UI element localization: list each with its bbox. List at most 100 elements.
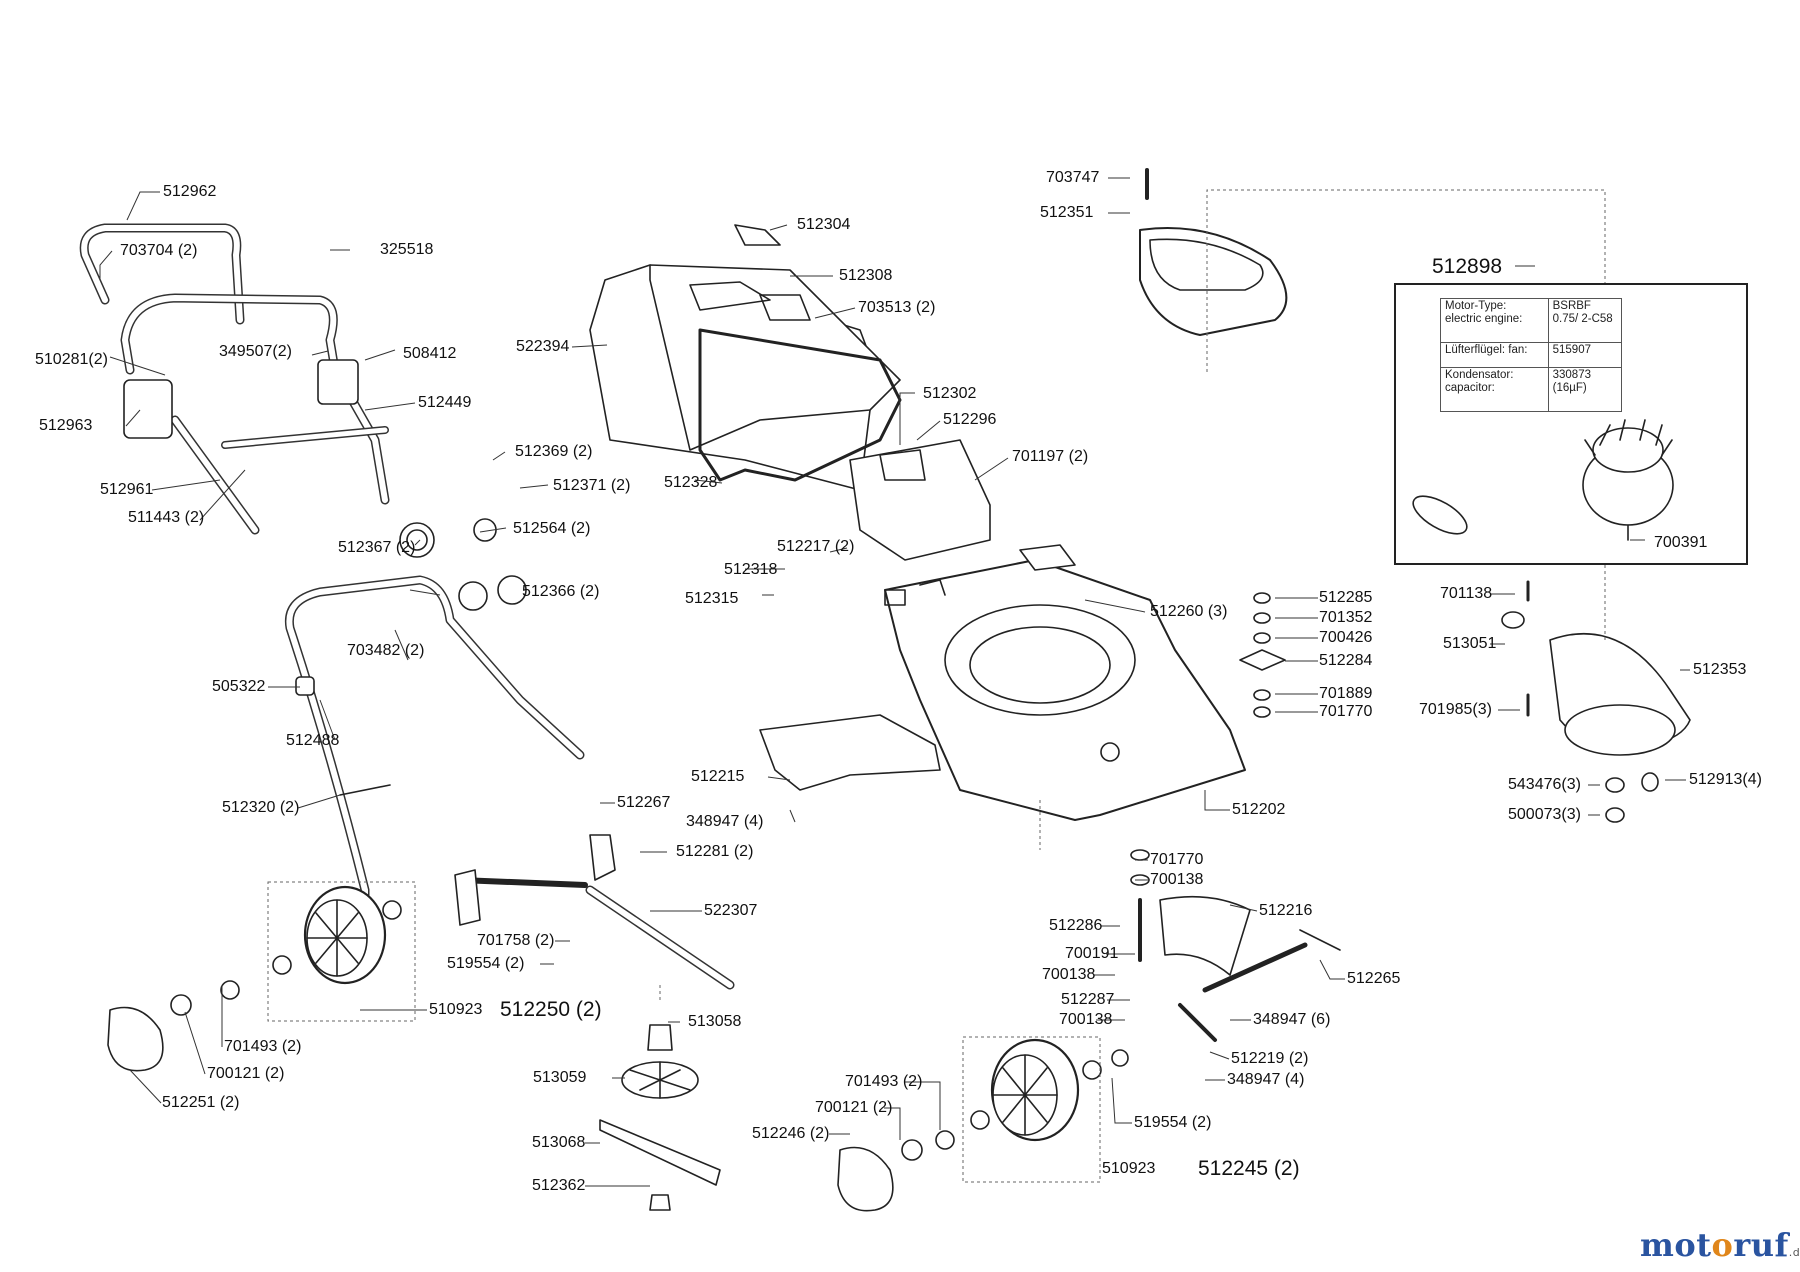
part-label-513058: 513058 <box>688 1013 742 1030</box>
part-label-512285: 512285 <box>1319 589 1373 606</box>
part-label-512287: 512287 <box>1061 991 1115 1008</box>
part-label-512898: 512898 <box>1432 255 1503 278</box>
logo-part-1: mot <box>1640 1226 1712 1264</box>
part-label-512913: 512913(4) <box>1689 771 1762 788</box>
leader-lines <box>99 177 1690 1187</box>
motor-cover-part <box>1139 168 1288 336</box>
part-label-701758: 701758 (2) <box>477 932 555 949</box>
part-label-513051: 513051 <box>1443 635 1497 652</box>
part-label-512961: 512961 <box>100 481 154 498</box>
part-label-512267: 512267 <box>617 794 671 811</box>
rear-wheel-part <box>107 885 402 1072</box>
part-label-512296: 512296 <box>943 411 997 428</box>
motor-spec-box <box>1394 283 1748 565</box>
part-label-701197: 701197 (2) <box>1012 448 1089 465</box>
part-label-512246: 512246 (2) <box>752 1125 830 1142</box>
part-label-522394: 522394 <box>516 338 570 355</box>
part-label-512963: 512963 <box>39 417 93 434</box>
part-label-512260: 512260 (3) <box>1150 603 1228 620</box>
discharge-chute-part <box>759 714 941 791</box>
mower-deck-part <box>884 544 1246 821</box>
part-label-512308: 512308 <box>839 267 893 284</box>
part-label-512367: 512367 (2) <box>338 539 416 556</box>
part-label-703704: 703704 (2) <box>120 242 198 259</box>
capacitor-label: Kondensator: capacitor: <box>1440 366 1549 413</box>
part-label-510923-a: 510923 <box>429 1001 483 1018</box>
part-label-348947-c: 348947 (4) <box>1227 1071 1305 1088</box>
part-label-512328: 512328 <box>664 474 718 491</box>
part-label-703747: 703747 <box>1046 169 1100 186</box>
part-label-512302: 512302 <box>923 385 977 402</box>
part-label-512371: 512371 (2) <box>553 477 631 494</box>
front-wheel-part <box>837 1038 1129 1212</box>
blade-part <box>599 1024 721 1211</box>
part-label-700138-b: 700138 <box>1042 966 1096 983</box>
part-label-701770-a: 701770 <box>1319 703 1373 720</box>
part-label-512488: 512488 <box>286 732 340 749</box>
part-label-701889: 701889 <box>1319 685 1373 702</box>
part-label-512351: 512351 <box>1040 204 1094 221</box>
part-label-513068: 513068 <box>532 1134 586 1151</box>
assembly-group-lines <box>267 189 1606 1183</box>
part-label-701985: 701985(3) <box>1419 701 1492 718</box>
part-label-512219: 512219 (2) <box>1231 1050 1309 1067</box>
part-label-703482: 703482 (2) <box>347 642 425 659</box>
lower-handle-part <box>284 575 585 915</box>
part-label-512353: 512353 <box>1693 661 1747 678</box>
part-label-512962: 512962 <box>163 183 217 200</box>
motor-type-value: BSRBF 0.75/ 2-C58 <box>1547 297 1623 344</box>
electric-motor-part <box>1412 419 1674 541</box>
part-label-519554-a: 519554 (2) <box>447 955 525 972</box>
part-label-512250: 512250 (2) <box>500 998 602 1021</box>
part-label-701352: 701352 <box>1319 609 1373 626</box>
part-label-512304: 512304 <box>797 216 851 233</box>
part-label-512216: 512216 <box>1259 902 1313 919</box>
part-label-701770-b: 701770 <box>1150 851 1204 868</box>
part-label-700426: 700426 <box>1319 629 1373 646</box>
part-label-701493-a: 701493 (2) <box>224 1038 302 1055</box>
part-label-512366: 512366 (2) <box>522 583 600 600</box>
part-label-349507: 349507(2) <box>219 343 292 360</box>
part-label-512320: 512320 (2) <box>222 799 300 816</box>
part-label-511443: 511443 (2) <box>128 509 205 526</box>
part-label-519554-b: 519554 (2) <box>1134 1114 1212 1131</box>
front-axle-part <box>1130 849 1341 1042</box>
part-label-512251: 512251 (2) <box>162 1094 240 1111</box>
part-label-700138-a: 700138 <box>1150 871 1204 888</box>
part-label-512286: 512286 <box>1049 917 1103 934</box>
middle-handle-part <box>120 293 527 605</box>
part-label-512281: 512281 (2) <box>676 843 754 860</box>
part-label-348947-a: 348947 (4) <box>686 813 764 830</box>
part-label-510923-b: 510923 <box>1102 1160 1156 1177</box>
part-label-701138: 701138 <box>1440 585 1493 602</box>
logo-suffix: .de <box>1788 1246 1800 1259</box>
part-label-543476: 543476(3) <box>1508 776 1581 793</box>
part-label-348947-b: 348947 (6) <box>1253 1011 1331 1028</box>
part-label-700138-c: 700138 <box>1059 1011 1113 1028</box>
part-label-512284: 512284 <box>1319 652 1373 669</box>
capacitor-value: 330873 (16µF) <box>1547 366 1623 413</box>
motor-guard-part <box>1549 632 1691 756</box>
motor-spec-table: Motor-Type: electric engine: BSRBF 0.75/… <box>1440 297 1623 413</box>
grass-bag-part <box>589 224 901 491</box>
part-label-700191: 700191 <box>1065 945 1119 962</box>
fan-value: 515907 <box>1547 342 1623 368</box>
upper-handle-part <box>79 223 245 325</box>
part-label-512449: 512449 <box>418 394 472 411</box>
part-label-500073: 500073(3) <box>1508 806 1581 823</box>
part-label-512245: 512245 (2) <box>1198 1157 1300 1180</box>
part-label-512217: 512217 (2) <box>777 538 855 555</box>
part-label-505322: 505322 <box>212 678 266 695</box>
part-label-513059: 513059 <box>533 1069 587 1086</box>
part-label-508412: 508412 <box>403 345 457 362</box>
part-label-701493-b: 701493 (2) <box>845 1073 923 1090</box>
part-label-512369: 512369 (2) <box>515 443 593 460</box>
motor-type-label: Motor-Type: electric engine: <box>1440 297 1549 344</box>
part-label-512315: 512315 <box>685 590 739 607</box>
part-label-522307: 522307 <box>704 902 758 919</box>
hardware-part <box>1239 580 1659 823</box>
part-label-512564: 512564 (2) <box>513 520 591 537</box>
part-label-700391: 700391 <box>1654 534 1708 551</box>
part-label-700121-a: 700121 (2) <box>207 1065 285 1082</box>
